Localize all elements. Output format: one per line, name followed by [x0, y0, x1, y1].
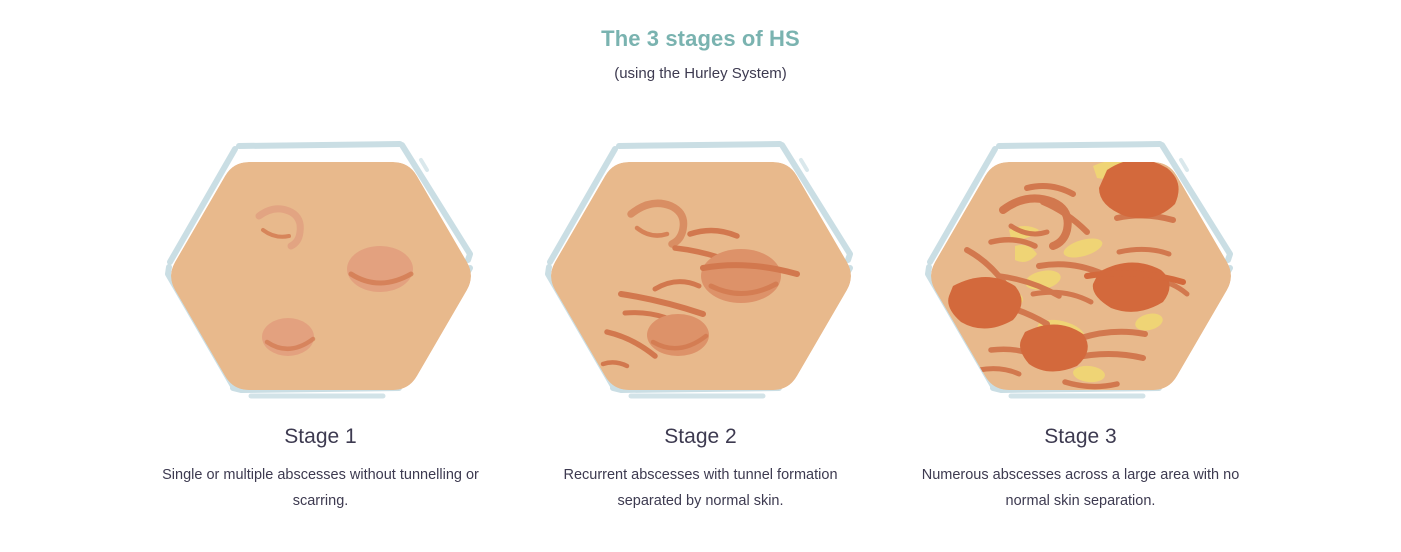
lesion-abscess — [346, 246, 413, 292]
infographic-header: The 3 stages of HS (using the Hurley Sys… — [0, 0, 1401, 83]
stage-card-2: Stage 2 Recurrent abscesses with tunnel … — [511, 126, 891, 514]
stage-3-illustration — [924, 126, 1233, 406]
tunnel-tracts — [600, 227, 750, 369]
stage-card-1: Stage 1 Single or multiple abscesses wit… — [131, 126, 511, 514]
lesion-abscess — [1098, 162, 1179, 219]
skin-surface — [930, 162, 1231, 390]
stage-description: Single or multiple abscesses without tun… — [162, 467, 479, 509]
lesion-abscess — [646, 314, 709, 356]
stage-description: Recurrent abscesses with tunnel formatio… — [563, 467, 838, 509]
skin-surface — [170, 162, 471, 390]
lesion-abscess — [699, 249, 800, 303]
stage-1-illustration — [164, 126, 473, 406]
lesion-crescent — [998, 194, 1072, 250]
tunnel-tracts — [963, 183, 1189, 390]
stage-card-3: Stage 3 Numerous abscesses across a larg… — [891, 126, 1271, 514]
lesion-abscess — [947, 277, 1022, 329]
stage-2-illustration — [544, 126, 853, 406]
lesion-crescent — [255, 205, 304, 250]
lesion-abscess — [1019, 324, 1088, 372]
stages-row: Stage 1 Single or multiple abscesses wit… — [0, 126, 1401, 514]
page-title: The 3 stages of HS — [601, 26, 800, 51]
page-subtitle: (using the Hurley System) — [614, 65, 787, 83]
stage-title: Stage 2 — [664, 425, 737, 448]
stage-description: Numerous abscesses across a large area w… — [921, 467, 1240, 509]
skin-surface — [550, 162, 851, 390]
lesion-abscess — [1083, 262, 1186, 312]
stage-title: Stage 1 — [284, 425, 357, 448]
lesion-crescent — [626, 199, 687, 248]
stage-title: Stage 3 — [1044, 425, 1117, 448]
lesion-abscess — [261, 318, 315, 356]
